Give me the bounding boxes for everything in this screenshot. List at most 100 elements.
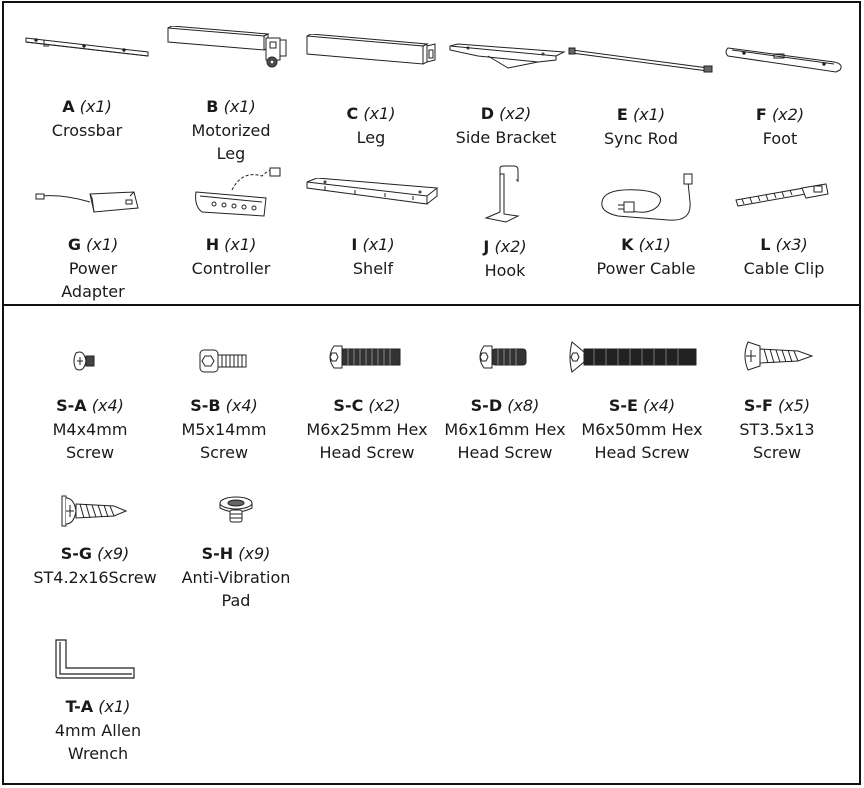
part-h-label: H (x1) Controller <box>176 233 286 280</box>
part-quantity: (x8) <box>507 396 540 415</box>
hook-illustration <box>480 164 522 226</box>
part-g-label: G (x1) Power Adapter <box>43 233 143 304</box>
st42x16-screw-illustration <box>58 494 128 528</box>
m4x4-screw-illustration <box>72 349 98 373</box>
tool-ta-label: T-A (x1) 4mm Allen Wrench <box>38 695 158 766</box>
part-quantity: (x2) <box>494 237 527 256</box>
part-quantity: (x1) <box>632 105 666 124</box>
power-cable-illustration <box>598 172 708 228</box>
part-name-line: Foot <box>762 128 798 148</box>
part-code: E <box>616 105 628 124</box>
part-code: T-A <box>65 697 94 716</box>
part-quantity: (x1) <box>363 104 396 123</box>
part-k-label: K (x1) Power Cable <box>586 233 706 280</box>
part-name-line: M6x16mm Hex <box>444 419 566 439</box>
part-name-line: Head Screw <box>594 443 690 462</box>
part-name-line: ST4.2x16Screw <box>33 567 157 587</box>
part-name-line: Leg <box>216 144 246 163</box>
part-quantity: (x4) <box>91 396 124 415</box>
part-name-line: Head Screw <box>319 443 415 462</box>
part-code: L <box>760 235 771 254</box>
part-code: S-B <box>190 396 221 415</box>
part-name-line: M4x4mm <box>52 419 128 439</box>
part-code: J <box>483 237 490 256</box>
part-name-line: M6x50mm Hex <box>581 419 703 439</box>
part-quantity: (x9) <box>97 544 130 563</box>
part-code: S-G <box>60 544 93 563</box>
hardware-sf-label: S-F (x5) ST3.5x13 Screw <box>722 394 832 465</box>
part-name-line: Motorized <box>191 120 271 140</box>
part-name-line: Side Bracket <box>455 127 557 147</box>
part-i-label: I (x1) Shelf <box>323 233 423 280</box>
part-name-line: Screw <box>752 443 802 462</box>
part-name-line: Anti-Vibration <box>181 567 291 587</box>
hardware-sc-label: S-C (x2) M6x25mm Hex Head Screw <box>302 394 432 465</box>
part-quantity: (x1) <box>224 235 257 254</box>
part-code: C <box>346 104 359 123</box>
shelf-illustration <box>305 178 441 216</box>
leg-illustration <box>305 34 438 72</box>
part-code: D <box>480 104 495 123</box>
part-quantity: (x4) <box>643 396 676 415</box>
m5x14-screw-illustration <box>198 348 250 374</box>
part-code: H <box>205 235 220 254</box>
part-code: S-D <box>470 396 503 415</box>
hardware-se-label: S-E (x4) M6x50mm Hex Head Screw <box>577 394 707 465</box>
part-quantity: (x1) <box>86 235 119 254</box>
part-name-line: Power <box>68 258 118 278</box>
part-e-label: E (x1) Sync Rod <box>591 103 691 150</box>
part-code: S-F <box>743 396 773 415</box>
part-name-line: Crossbar <box>51 120 123 140</box>
part-quantity: (x9) <box>238 544 271 563</box>
part-name-line: Screw <box>199 443 249 462</box>
part-name-line: Shelf <box>352 258 394 278</box>
controller-illustration <box>192 160 286 220</box>
part-quantity: (x2) <box>499 104 532 123</box>
m6x25-hex-screw-illustration <box>326 344 404 370</box>
part-name-line: Wrench <box>67 744 129 763</box>
part-code: S-C <box>333 396 364 415</box>
part-name-line: Power Cable <box>596 258 696 278</box>
part-name-line: M6x25mm Hex <box>306 419 428 439</box>
part-code: B <box>206 97 219 116</box>
hardware-sa-label: S-A (x4) M4x4mm Screw <box>35 394 145 465</box>
part-l-label: L (x3) Cable Clip <box>729 233 839 280</box>
hardware-sd-label: S-D (x8) M6x16mm Hex Head Screw <box>440 394 570 465</box>
part-code: A <box>62 97 75 116</box>
m6x50-hex-screw-illustration <box>566 340 700 374</box>
part-code: G <box>67 235 81 254</box>
part-code: F <box>755 105 767 124</box>
part-j-label: J (x2) Hook <box>455 235 555 282</box>
sync-rod-illustration <box>568 44 716 74</box>
part-quantity: (x1) <box>638 235 671 254</box>
part-quantity: (x1) <box>223 97 256 116</box>
part-name-line: Adapter <box>61 282 125 301</box>
part-quantity: (x4) <box>225 396 258 415</box>
part-f-label: F (x2) Foot <box>730 103 830 150</box>
part-name-line: Sync Rod <box>604 128 678 148</box>
part-name-line: Pad <box>221 591 251 610</box>
hardware-sb-label: S-B (x4) M5x14mm Screw <box>169 394 279 465</box>
part-d-label: D (x2) Side Bracket <box>446 102 566 149</box>
part-quantity: (x3) <box>775 235 808 254</box>
part-quantity: (x1) <box>362 235 395 254</box>
part-name-line: Screw <box>65 443 115 462</box>
part-a-label: A (x1) Crossbar <box>37 95 137 142</box>
part-quantity: (x2) <box>771 105 805 124</box>
anti-vibration-pad-illustration <box>216 494 256 526</box>
part-name-line: Hook <box>484 260 526 280</box>
foot-illustration <box>724 44 846 76</box>
hardware-sg-label: S-G (x9) ST4.2x16Screw <box>25 542 165 589</box>
m6x16-hex-screw-illustration <box>476 344 530 370</box>
part-name-line: Controller <box>191 258 271 278</box>
part-name-line: ST3.5x13 <box>739 419 815 439</box>
part-b-label: B (x1) Motorized Leg <box>181 95 281 166</box>
part-c-label: C (x1) Leg <box>321 102 421 149</box>
cable-clip-illustration <box>732 182 832 208</box>
allen-wrench-illustration <box>54 638 136 680</box>
part-quantity: (x2) <box>368 396 401 415</box>
part-code: I <box>351 235 358 254</box>
part-quantity: (x5) <box>778 396 811 415</box>
part-name-line: M5x14mm <box>181 419 267 439</box>
